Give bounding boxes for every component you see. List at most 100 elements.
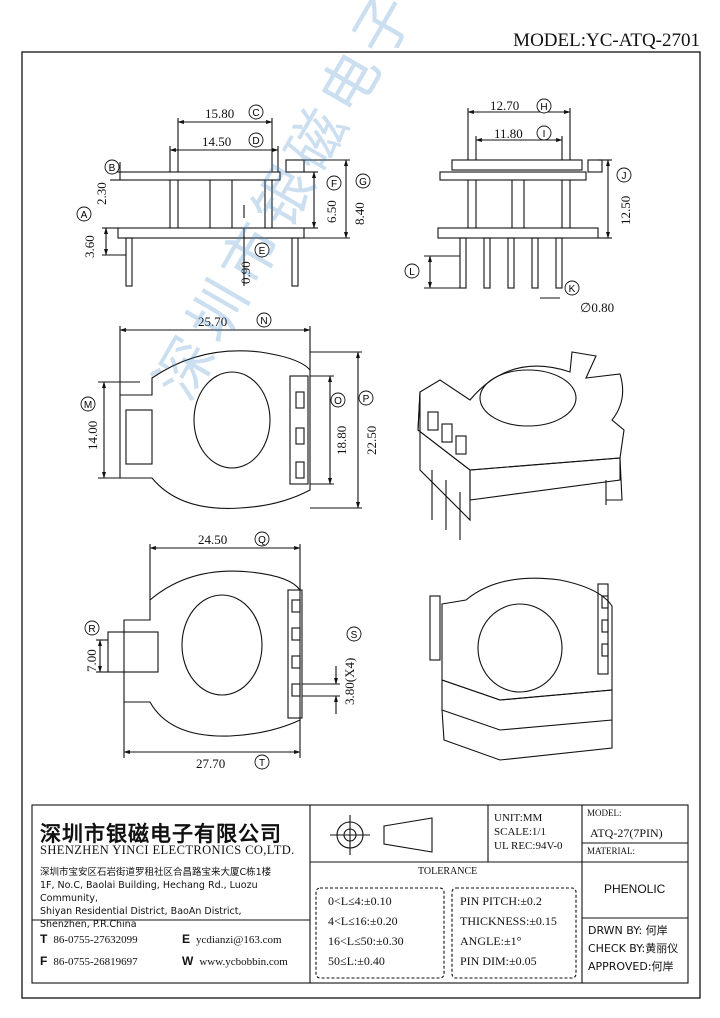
side-view-dims: 12.70 11.80 12.50 ∅0.80 [490, 98, 633, 315]
marker-b: B [104, 159, 120, 175]
marker-p: P [358, 390, 374, 406]
svg-text:H: H [540, 102, 547, 113]
svg-text:A: A [81, 210, 88, 221]
svg-text:I: I [543, 129, 546, 140]
marker-l: L [404, 263, 420, 279]
tolerance-title: TOLERANCE [418, 866, 478, 877]
company-address: 深圳市宝安区石岩街道罗租社区合昌路宝来大厦C栋1楼 1F, No.C, Baol… [40, 866, 310, 931]
tol-row: THICKNESS:±0.15 [460, 914, 557, 928]
dim-s: 3.80(X4) [342, 658, 357, 705]
dim-g: 8.40 [352, 202, 367, 225]
dim-t: 27.70 [196, 756, 225, 771]
tol-row: ANGLE:±1° [460, 934, 522, 948]
marker-q: Q [254, 531, 270, 547]
check-by: CHECK BY:黄丽仪 [588, 942, 679, 955]
fax-label: F [40, 954, 48, 968]
dim-b: 2.30 [94, 182, 109, 205]
top-view-dims: 25.70 14.00 18.80 22.50 [85, 314, 379, 455]
marker-g: G [355, 173, 371, 189]
svg-text:M: M [84, 400, 92, 411]
marker-c: C [248, 104, 264, 120]
tol-row: 4<L≤16:±0.20 [328, 914, 398, 928]
unit: UNIT:MM [494, 812, 543, 824]
svg-text:T: T [259, 758, 265, 769]
approved-by: APPROVED:何岸 [588, 960, 674, 973]
top-view [98, 326, 362, 509]
tol-row: PIN PITCH:±0.2 [460, 894, 542, 908]
svg-text:K: K [569, 284, 576, 295]
bottom-view [96, 544, 340, 758]
dim-k: ∅0.80 [580, 300, 614, 315]
dim-i: 11.80 [494, 126, 523, 141]
ul-rec: UL REC:94V-0 [494, 839, 563, 852]
dim-o: 18.80 [334, 426, 349, 455]
tel-row: T 86-0755-27632099 [40, 932, 138, 946]
email-label: E [182, 932, 191, 946]
marker-k: K [564, 280, 580, 296]
marker-f: F [326, 175, 342, 191]
svg-text:R: R [88, 624, 95, 635]
title-block-lines [31, 804, 689, 984]
svg-text:L: L [409, 267, 415, 278]
material-value: PHENOLIC [604, 882, 666, 896]
company-name-en: SHENZHEN YINCI ELECTRONICS CO,LTD. [40, 843, 295, 857]
dim-a: 3.60 [82, 235, 97, 258]
dim-j: 12.50 [618, 196, 633, 225]
website[interactable]: www.ycbobbin.com [199, 956, 288, 968]
isometric-view-top [417, 351, 625, 540]
svg-text:F: F [331, 179, 337, 190]
tol-row: 16<L≤50:±0.30 [328, 934, 404, 948]
marker-e: E [254, 242, 270, 258]
svg-text:P: P [363, 394, 370, 405]
unit-info: UNIT:MM SCALE:1/1 UL REC:94V-0 [494, 812, 563, 853]
svg-text:C: C [252, 108, 259, 119]
svg-text:D: D [252, 136, 259, 147]
marker-t: T [254, 754, 270, 770]
marker-a: A [76, 206, 92, 222]
address-line: Shiyan Residential District, BaoAn Distr… [40, 906, 242, 917]
address-line: 深圳市宝安区石岩街道罗租社区合昌路宝来大厦C栋1楼 [40, 867, 272, 878]
dim-f: 6.50 [324, 200, 339, 223]
model-header: MODEL: [587, 808, 622, 818]
side-view [424, 108, 612, 299]
company-name-cn: 深圳市银磁电子有限公司 [40, 822, 282, 846]
outer-frame [21, 51, 701, 999]
tel-label: T [40, 932, 48, 946]
svg-text:E: E [259, 246, 266, 257]
tol-row: PIN DIM:±0.05 [460, 954, 537, 968]
front-view [102, 118, 350, 287]
marker-s: S [346, 626, 362, 642]
svg-text:G: G [359, 177, 367, 188]
svg-text:N: N [260, 316, 267, 327]
address-line: 1F, No.C, Baolai Building, Hechang Rd., … [40, 880, 258, 904]
dim-e: 0.90 [238, 261, 253, 284]
marker-d: D [248, 132, 264, 148]
fax-row: F 86-0755-26819697 [40, 954, 138, 968]
model-label: MODEL:YC-ATQ-2701 [513, 30, 700, 51]
svg-text:Q: Q [258, 535, 266, 546]
svg-text:O: O [334, 396, 342, 407]
fax-number: 86-0755-26819697 [53, 956, 138, 968]
marker-j: J [616, 167, 632, 183]
dim-c: 15.80 [205, 106, 234, 121]
tol-row: 0<L≤4:±0.10 [328, 894, 392, 908]
svg-text:J: J [622, 171, 627, 182]
web-label: W [182, 954, 194, 968]
dim-n: 25.70 [198, 314, 227, 329]
scale: SCALE:1/1 [494, 825, 546, 838]
email-address[interactable]: ycdianzi@163.com [196, 934, 282, 946]
svg-text:B: B [109, 163, 116, 174]
marker-n: N [256, 312, 272, 328]
address-line: Shenzhen, P.R.China [40, 919, 137, 930]
isometric-view-bottom [429, 577, 613, 761]
marker-h: H [536, 98, 552, 114]
svg-text:S: S [351, 630, 358, 641]
dim-r: 7.00 [84, 649, 99, 672]
dim-h: 12.70 [490, 98, 519, 113]
material-header: MATERIAL: [587, 846, 635, 856]
tel-number: 86-0755-27632099 [53, 934, 138, 946]
dim-q: 24.50 [198, 532, 227, 547]
